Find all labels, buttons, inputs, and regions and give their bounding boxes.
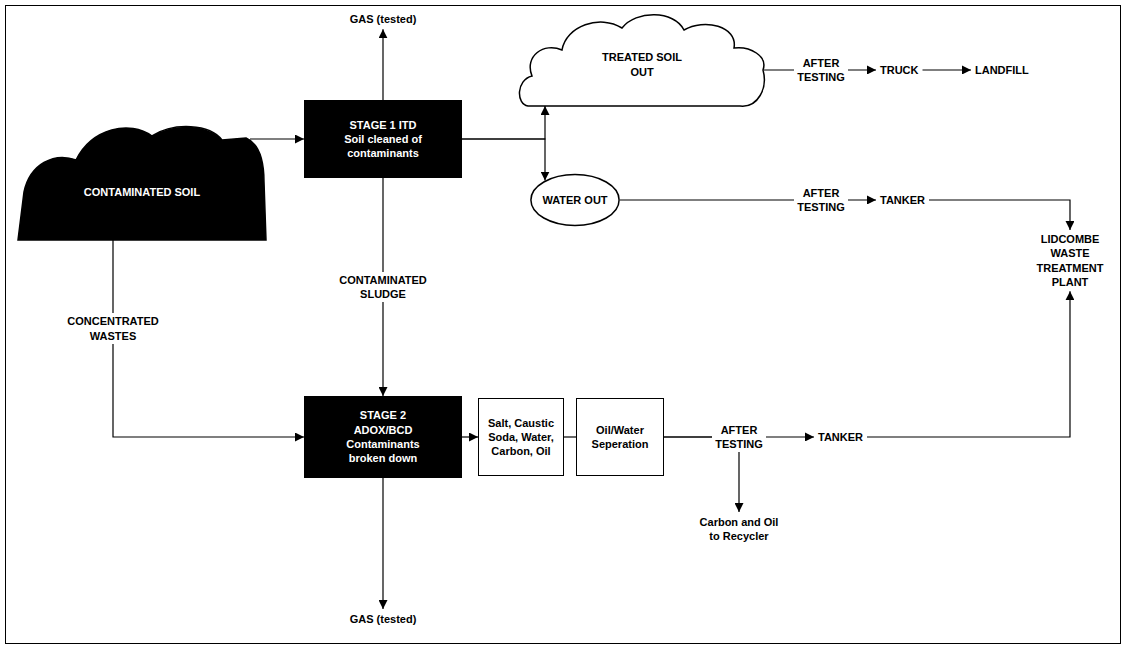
- flow-arrow: [382, 29, 383, 100]
- destination-label: TANKER: [818, 430, 863, 444]
- node-text: Carbon and Oil to Recycler: [697, 515, 781, 544]
- edge-label: AFTER TESTING: [712, 422, 766, 453]
- soil-mound-outline: [18, 120, 266, 240]
- node-text: LANDFILL: [975, 63, 1029, 77]
- flow-arrow: [867, 291, 1070, 437]
- flow-arrow: [923, 69, 972, 70]
- process-box: STAGE 1 ITDSoil cleaned of contaminants: [304, 100, 462, 178]
- process-box: STAGE 2 ADOX/BCDContaminants broken down: [304, 396, 462, 478]
- edge-label: AFTER TESTING: [794, 185, 848, 216]
- soil-cloud-outline: [519, 15, 764, 106]
- node-text: GAS (tested): [350, 612, 417, 626]
- soil-mound-outline: [18, 127, 266, 240]
- process-box: Salt, Caustic Soda, Water, Carbon, Oil: [478, 398, 564, 476]
- flow-arrow: [462, 139, 545, 181]
- process-box: Oil/Water Seperation: [576, 398, 664, 476]
- node-text: TANKER: [818, 430, 863, 444]
- node-text: TANKER: [880, 193, 925, 207]
- flow-arrow: [564, 436, 576, 437]
- destination-label: TRUCK: [880, 63, 919, 77]
- node-text: GAS (tested): [350, 12, 417, 26]
- edge-label: CONCENTRATED WASTES: [64, 313, 161, 344]
- gas-output: GAS (tested): [350, 612, 417, 626]
- soil-cloud: TREATED SOIL OUT: [518, 8, 766, 115]
- node-text: STAGE 1 ITD: [349, 118, 416, 132]
- flow-arrow: [462, 106, 545, 139]
- node-text: CONTAMINATED SOIL: [84, 185, 200, 199]
- flow-arrow: [382, 478, 383, 609]
- destination-label: TANKER: [880, 193, 925, 207]
- destination-label: LANDFILL: [975, 63, 1029, 77]
- frame-border: [6, 6, 1121, 644]
- flow-arrow: [462, 436, 478, 437]
- node-text: TRUCK: [880, 63, 919, 77]
- node-text: Oil/Water Seperation: [582, 423, 658, 452]
- soil-mound: CONTAMINATED SOIL: [18, 120, 266, 240]
- node-text: WATER OUT: [542, 193, 607, 207]
- water-ellipse-outline: [531, 175, 619, 226]
- flow-arrow: [929, 200, 1070, 230]
- connector-group: [113, 29, 1070, 609]
- destination-label: Carbon and Oil to Recycler: [697, 515, 781, 544]
- edge-label: AFTER TESTING: [794, 55, 848, 86]
- node-text: Contaminants broken down: [339, 437, 427, 466]
- node-text: Soil cleaned of contaminants: [339, 132, 427, 161]
- node-text: TREATED SOIL OUT: [602, 50, 682, 79]
- water-ellipse: WATER OUT: [530, 174, 620, 226]
- flow-arrow: [250, 138, 304, 139]
- destination-label: LIDCOMBE WASTE TREATMENT PLANT: [1036, 232, 1103, 289]
- edge-label: CONTAMINATED SLUDGE: [336, 272, 430, 303]
- node-text: Salt, Caustic Soda, Water, Carbon, Oil: [484, 416, 558, 459]
- gas-output: GAS (tested): [350, 12, 417, 26]
- node-text: STAGE 2 ADOX/BCD: [339, 408, 427, 437]
- node-text: LIDCOMBE WASTE TREATMENT PLANT: [1036, 232, 1103, 289]
